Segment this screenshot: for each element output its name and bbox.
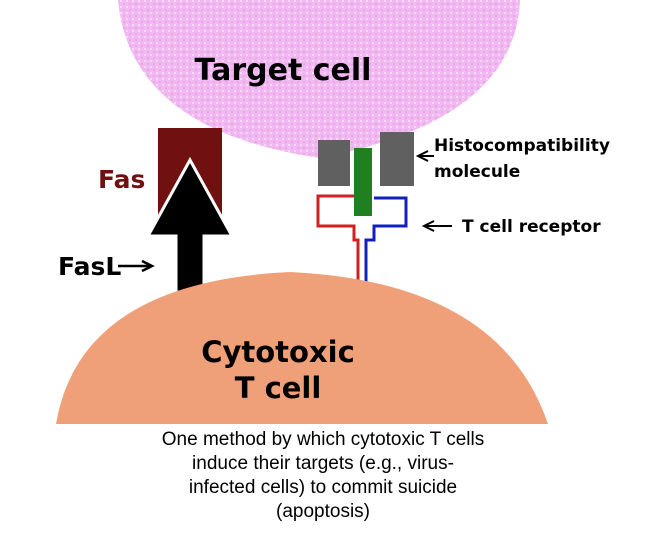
histocompatibility-label-line1: Histocompatibility xyxy=(434,136,610,156)
antigen-peptide xyxy=(354,148,372,216)
caption-line-3: infected cells) to commit suicide xyxy=(188,477,458,498)
t-cell-receptor xyxy=(316,194,408,282)
target-cell xyxy=(118,0,520,158)
caption-line-2: induce their targets (e.g., virus- xyxy=(192,453,454,474)
target-cell-label: Target cell xyxy=(195,53,372,88)
mhc-left-chain xyxy=(318,140,350,186)
fasl-pointer-arrow xyxy=(118,259,155,273)
cytotoxic-t-cell xyxy=(56,272,548,424)
t-cell-receptor-label: T cell receptor xyxy=(462,217,601,237)
figure-caption: One method by which cytotoxic T cells in… xyxy=(0,428,646,524)
caption-line-4: (apoptosis) xyxy=(276,501,370,522)
t-cell-receptor-pointer-arrow xyxy=(421,220,452,232)
mhc-right-chain xyxy=(380,132,414,186)
caption-line-1: One method by which cytotoxic T cells xyxy=(161,429,485,450)
fasl-label: FasL xyxy=(58,252,121,281)
fas-label: Fas xyxy=(98,165,145,194)
histocompatibility-pointer-arrow xyxy=(415,150,434,162)
cytotoxic-label-line2: T cell xyxy=(235,371,322,405)
histocompatibility-label-line2: molecule xyxy=(434,162,520,182)
cytotoxic-label-line1: Cytotoxic xyxy=(201,335,355,369)
